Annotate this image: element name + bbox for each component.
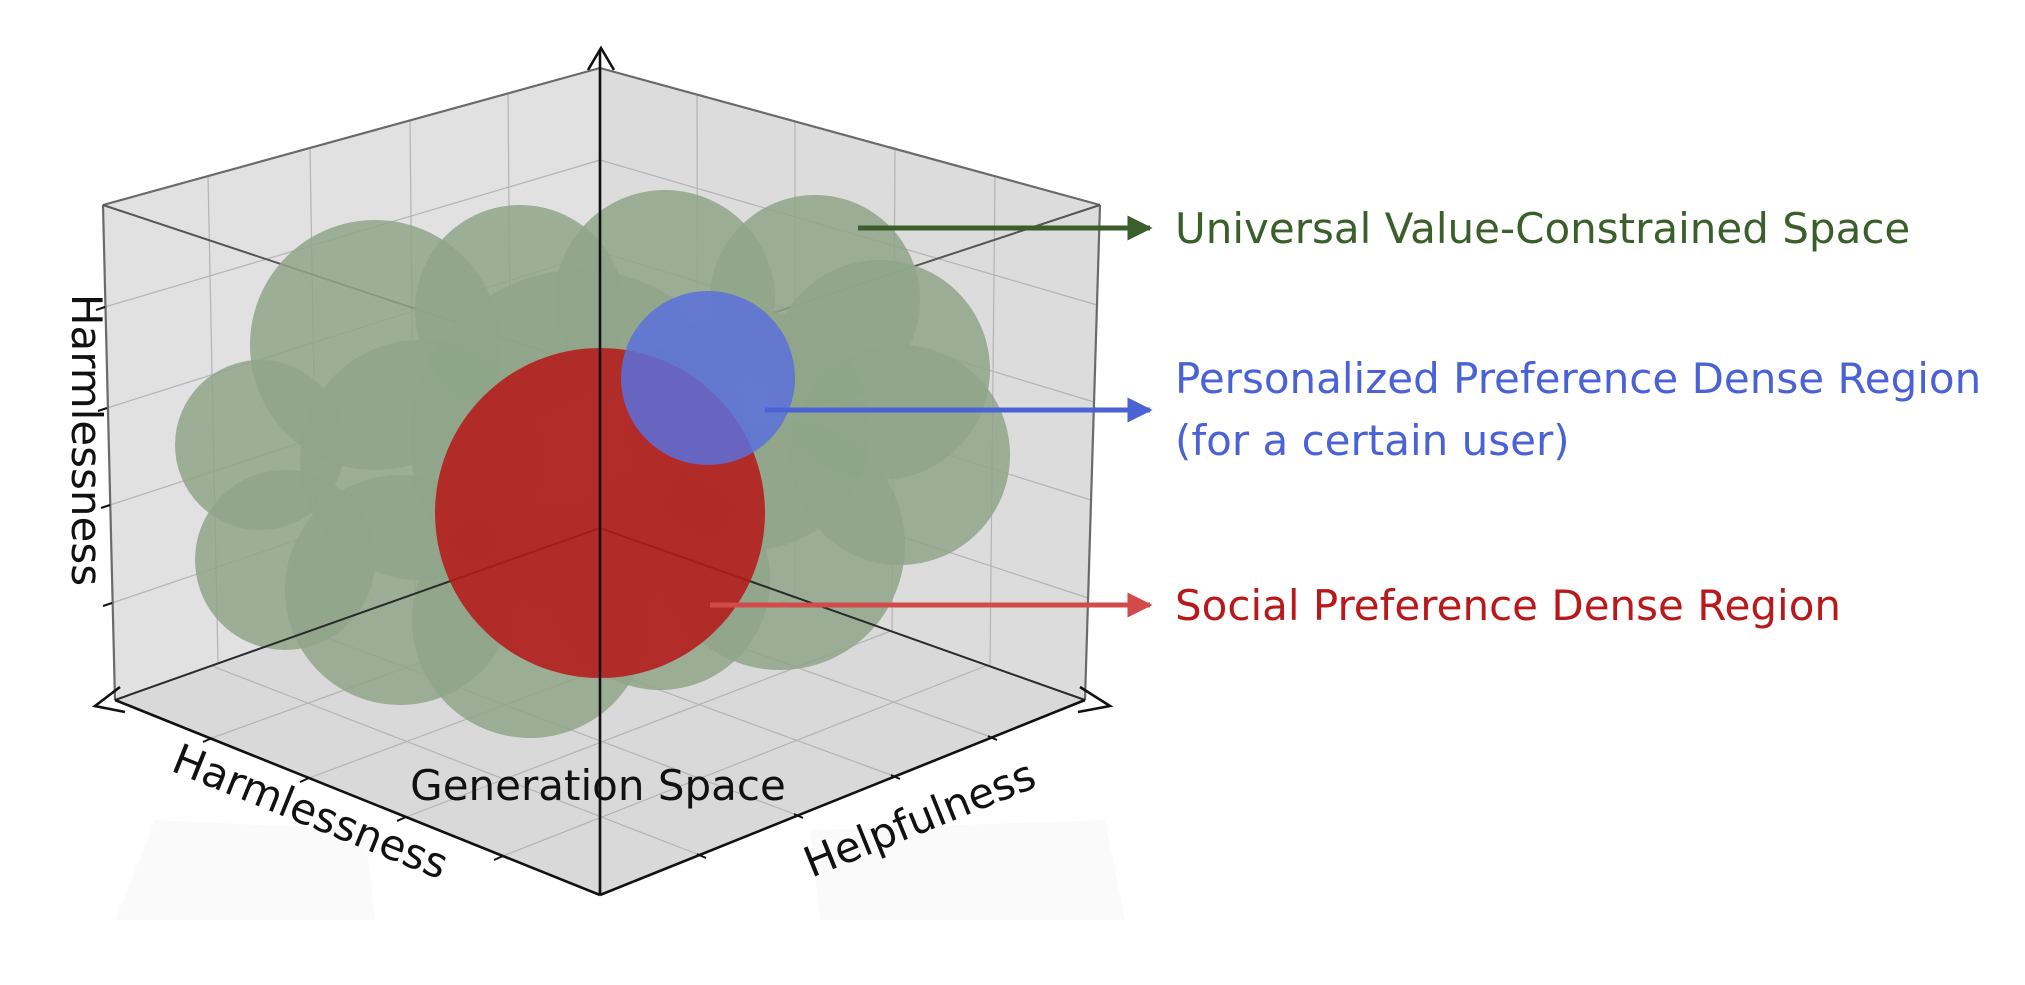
- axis-arrowheads: [91, 45, 1114, 714]
- personalized-preference-region: [621, 291, 795, 465]
- generation-space-label: Generation Space: [410, 761, 786, 810]
- axis-ticks: [95, 306, 998, 861]
- floor-shadow-right: [810, 820, 1125, 920]
- vertical-axis-label: Harmlessness: [62, 294, 111, 586]
- personalized-sublabel: (for a certain user): [1175, 416, 1570, 465]
- personalized-label: Personalized Preference Dense Region: [1175, 354, 1981, 403]
- social-label: Social Preference Dense Region: [1175, 581, 1841, 630]
- front-axes: [114, 50, 1086, 897]
- floor-shadow-left: [115, 820, 375, 920]
- universal-label: Universal Value-Constrained Space: [1175, 204, 1910, 253]
